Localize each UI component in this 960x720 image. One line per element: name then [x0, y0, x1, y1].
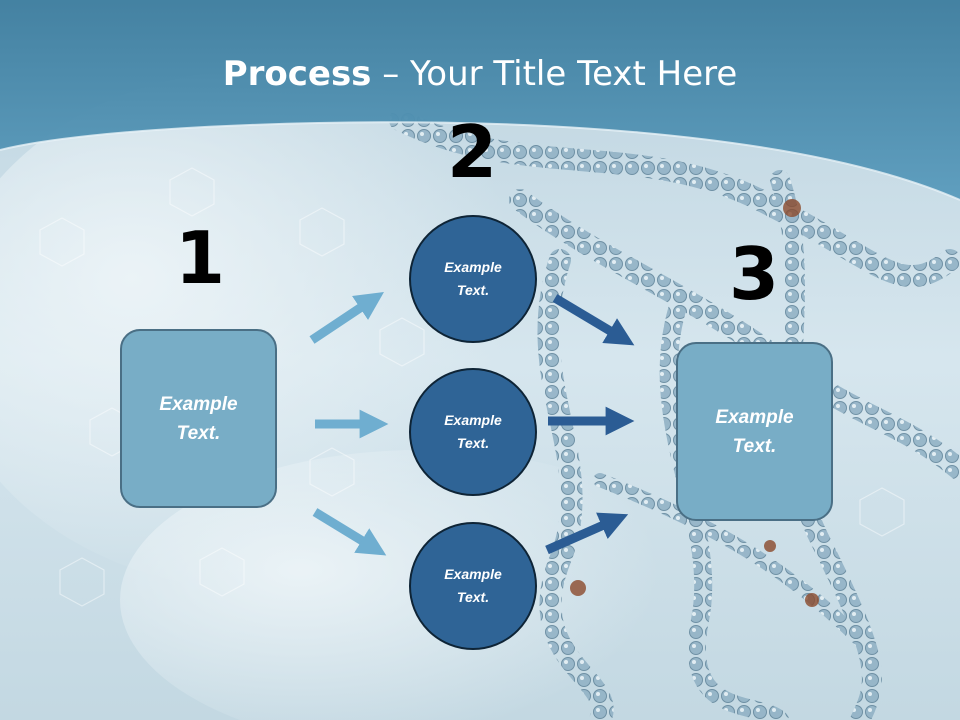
step-2-bottom-text: Example Text.: [444, 566, 502, 605]
step-2-circle-middle: Example Text.: [409, 368, 537, 496]
step-2-circle-bottom: Example Text.: [409, 522, 537, 650]
step-1-box: Example Text.: [120, 329, 277, 508]
step-1-text: Example Text.: [159, 393, 238, 444]
step-3-text: Example Text.: [715, 406, 794, 457]
arrow-2-to-3-bottom: [545, 512, 629, 555]
step-number-3: 3: [728, 232, 780, 316]
arrow-2-to-3-top: [552, 294, 635, 346]
step-2-middle-text: Example Text.: [444, 412, 502, 451]
step-number-2: 2: [446, 110, 498, 194]
title-bold: Process: [222, 54, 372, 94]
title-rest: – Your Title Text Here: [371, 54, 738, 94]
arrow-1-to-2-bottom: [312, 508, 387, 556]
arrow-1-to-2-top: [309, 292, 384, 344]
step-3-box: Example Text.: [676, 342, 833, 521]
step-2-circle-top: Example Text.: [409, 215, 537, 343]
slide-title: Process – Your Title Text Here: [0, 52, 960, 96]
step-number-1: 1: [174, 216, 226, 300]
step-2-top-text: Example Text.: [444, 259, 502, 298]
